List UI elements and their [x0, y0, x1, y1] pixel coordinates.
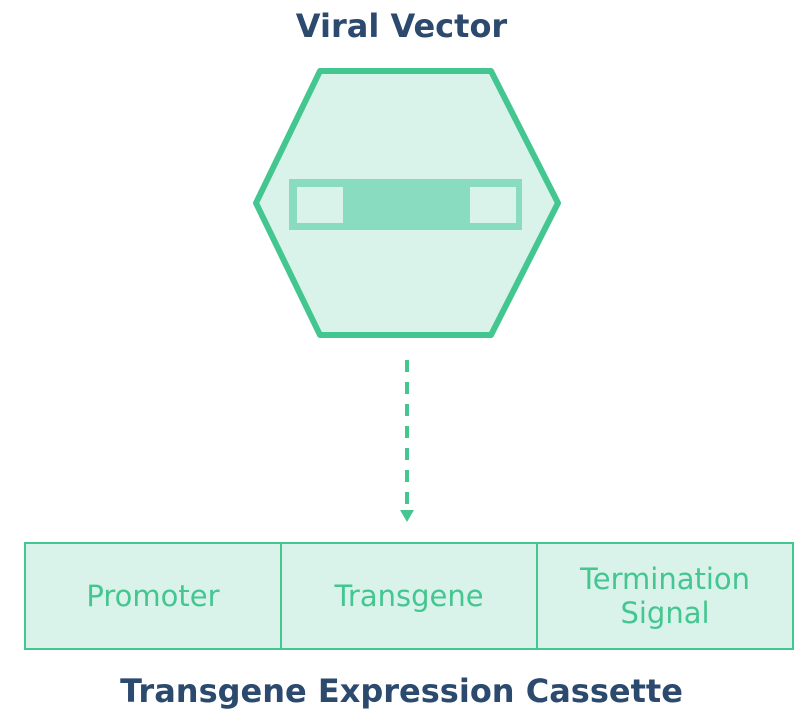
arrow-head [400, 510, 414, 522]
expression-cassette: Promoter Transgene Termination Signal [24, 542, 794, 650]
viral-vector-title: Viral Vector [295, 7, 508, 45]
cassette-segment-label: Promoter [86, 579, 220, 613]
expression-cassette-title: Transgene Expression Cassette [120, 672, 683, 710]
cassette-segment-termination-signal: Termination Signal [538, 544, 792, 648]
cassette-segment-label: Transgene [334, 579, 484, 613]
cassette-segment-transgene: Transgene [282, 544, 538, 648]
cassette-segment-promoter: Promoter [26, 544, 282, 648]
capsid-cassette-left-block [297, 187, 343, 223]
cassette-segment-label: Termination Signal [579, 562, 751, 630]
capsid-cassette-right-block [470, 187, 516, 223]
